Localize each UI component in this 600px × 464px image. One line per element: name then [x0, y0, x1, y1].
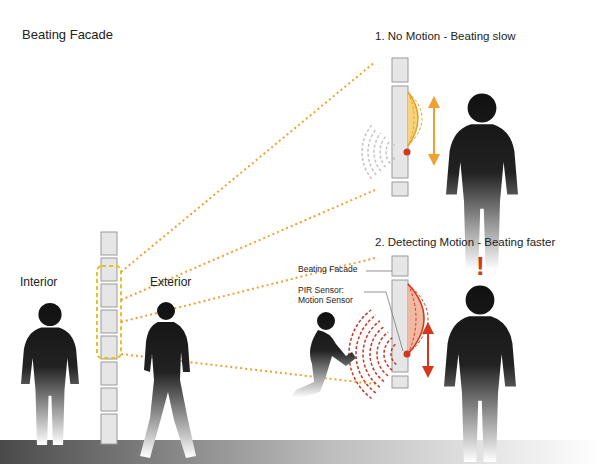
facade-membrane — [408, 284, 428, 354]
wave-arc — [380, 137, 386, 168]
alert-mark: ! — [476, 252, 485, 282]
wave-arc — [374, 133, 381, 171]
wave-arc — [391, 343, 396, 364]
sensor-waves — [349, 310, 396, 399]
zone-label: Interior — [20, 276, 57, 290]
wave-arc — [370, 326, 384, 381]
part-label: PIR Sensor: Motion Sensor — [298, 286, 362, 306]
wave-arc — [384, 338, 392, 370]
zone-label: Exterior — [150, 276, 191, 290]
wave-arc — [392, 144, 395, 159]
panel-heading: 1. No Motion - Beating slow — [375, 30, 516, 43]
leader-lines — [364, 271, 403, 351]
wall-section — [101, 232, 117, 444]
ground — [0, 440, 600, 464]
person-passerby — [444, 286, 516, 462]
beat-arrow — [427, 328, 429, 372]
person-crawling — [292, 312, 356, 398]
diagram-title: Beating Facade — [22, 28, 113, 43]
panel-heading: 2. Detecting Motion - Beating faster — [375, 236, 555, 249]
wave-arc — [377, 332, 388, 376]
pir-sensor — [404, 149, 411, 156]
beat-arrow — [433, 102, 435, 160]
person-interior — [21, 303, 79, 445]
wave-arc — [363, 321, 380, 387]
zoom-frame — [97, 266, 121, 358]
sensor-waves — [362, 125, 395, 179]
wall-detail — [392, 58, 408, 196]
facade-membrane — [408, 92, 422, 146]
wave-arc — [368, 129, 376, 175]
wave-arc — [362, 125, 372, 179]
person-exterior — [140, 302, 196, 458]
wave-arc — [386, 141, 390, 164]
wave-arc — [356, 315, 376, 393]
part-label: Beating Facade — [298, 265, 358, 275]
pir-sensor — [404, 351, 411, 358]
